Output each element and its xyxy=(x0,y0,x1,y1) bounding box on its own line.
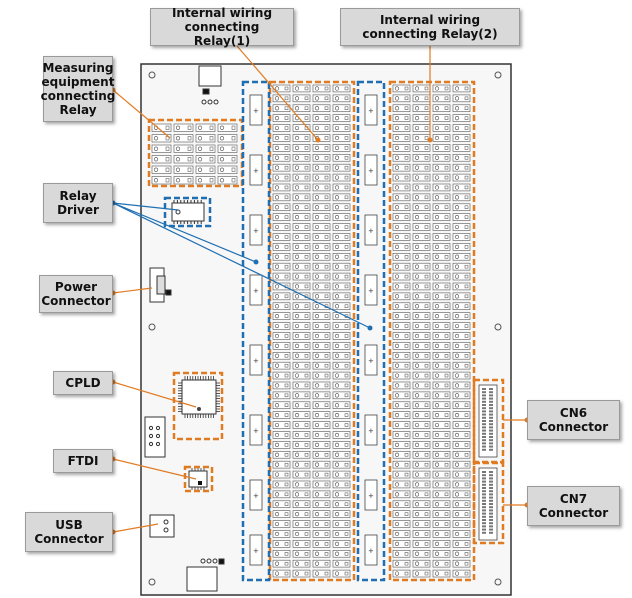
label-relay1: Internal wiring connecting Relay(1) xyxy=(150,6,294,48)
orange-box-cn6 xyxy=(472,378,505,464)
svg-text:+: + xyxy=(368,107,374,115)
label-cn7-text: CN7 Connector xyxy=(538,492,609,520)
label-usb-text: USB Connector xyxy=(34,518,104,546)
jumper-block xyxy=(144,416,166,458)
label-measuring-text: Measuring equipment connecting Relay xyxy=(40,61,116,117)
svg-text:+: + xyxy=(368,167,374,175)
label-relay-driver-text: Relay Driver xyxy=(57,189,99,217)
cpld-chip xyxy=(178,376,220,418)
label-relay-driver: Relay Driver xyxy=(43,183,113,223)
label-cpld: CPLD xyxy=(53,371,113,395)
label-cn6-text: CN6 Connector xyxy=(538,406,609,434)
mounting-holes xyxy=(148,71,502,586)
blue-box-driver-col1 xyxy=(241,80,271,582)
svg-text:+: + xyxy=(368,357,374,365)
svg-text:+: + xyxy=(368,492,374,500)
svg-text:+: + xyxy=(253,287,259,295)
driver-column-2: + + + + + + + + xyxy=(364,94,378,566)
blue-box-driver-col2 xyxy=(356,80,386,582)
svg-text:+: + xyxy=(253,227,259,235)
driver-column-1: + + + + + + + + xyxy=(249,94,263,566)
relay-grid-2 xyxy=(392,84,471,578)
label-relay1-text: Internal wiring connecting Relay(1) xyxy=(171,6,273,48)
highlight-boxes xyxy=(147,80,505,582)
svg-text:+: + xyxy=(253,357,259,365)
relay-grid-1 xyxy=(272,84,351,578)
ftdi-chip xyxy=(188,468,208,490)
label-cn6: CN6 Connector xyxy=(527,400,620,440)
label-cn7: CN7 Connector xyxy=(527,486,620,526)
label-cpld-text: CPLD xyxy=(65,376,101,390)
label-power-text: Power Connector xyxy=(41,280,111,308)
label-power: Power Connector xyxy=(39,275,113,313)
label-usb: USB Connector xyxy=(25,512,113,552)
label-relay2: Internal wiring connecting Relay(2) xyxy=(340,8,520,46)
orange-box-ftdi xyxy=(183,465,214,493)
label-ftdi: FTDI xyxy=(53,449,113,473)
cn7-header xyxy=(478,467,498,541)
orange-box-cpld xyxy=(172,371,224,441)
blue-box-relay-driver xyxy=(163,196,212,228)
cn6-header xyxy=(478,384,498,458)
label-relay2-text: Internal wiring connecting Relay(2) xyxy=(362,13,498,41)
relay-driver-chip xyxy=(171,200,205,224)
top-connector xyxy=(198,65,222,105)
svg-text:+: + xyxy=(253,492,259,500)
usb-connector xyxy=(149,514,175,538)
measuring-relay-grid xyxy=(151,123,238,185)
orange-box-relay2 xyxy=(388,80,476,582)
svg-text:+: + xyxy=(368,427,374,435)
power-connector xyxy=(149,267,172,303)
label-ftdi-text: FTDI xyxy=(67,454,99,468)
orange-box-cn7 xyxy=(472,461,505,545)
svg-text:+: + xyxy=(368,227,374,235)
svg-text:+: + xyxy=(253,167,259,175)
svg-text:+: + xyxy=(368,287,374,295)
svg-text:+: + xyxy=(368,547,374,555)
leader-lines xyxy=(110,45,530,535)
svg-text:+: + xyxy=(253,107,259,115)
svg-text:+: + xyxy=(253,547,259,555)
svg-text:+: + xyxy=(253,427,259,435)
bottom-connector xyxy=(186,558,225,592)
label-measuring: Measuring equipment connecting Relay xyxy=(40,56,116,122)
